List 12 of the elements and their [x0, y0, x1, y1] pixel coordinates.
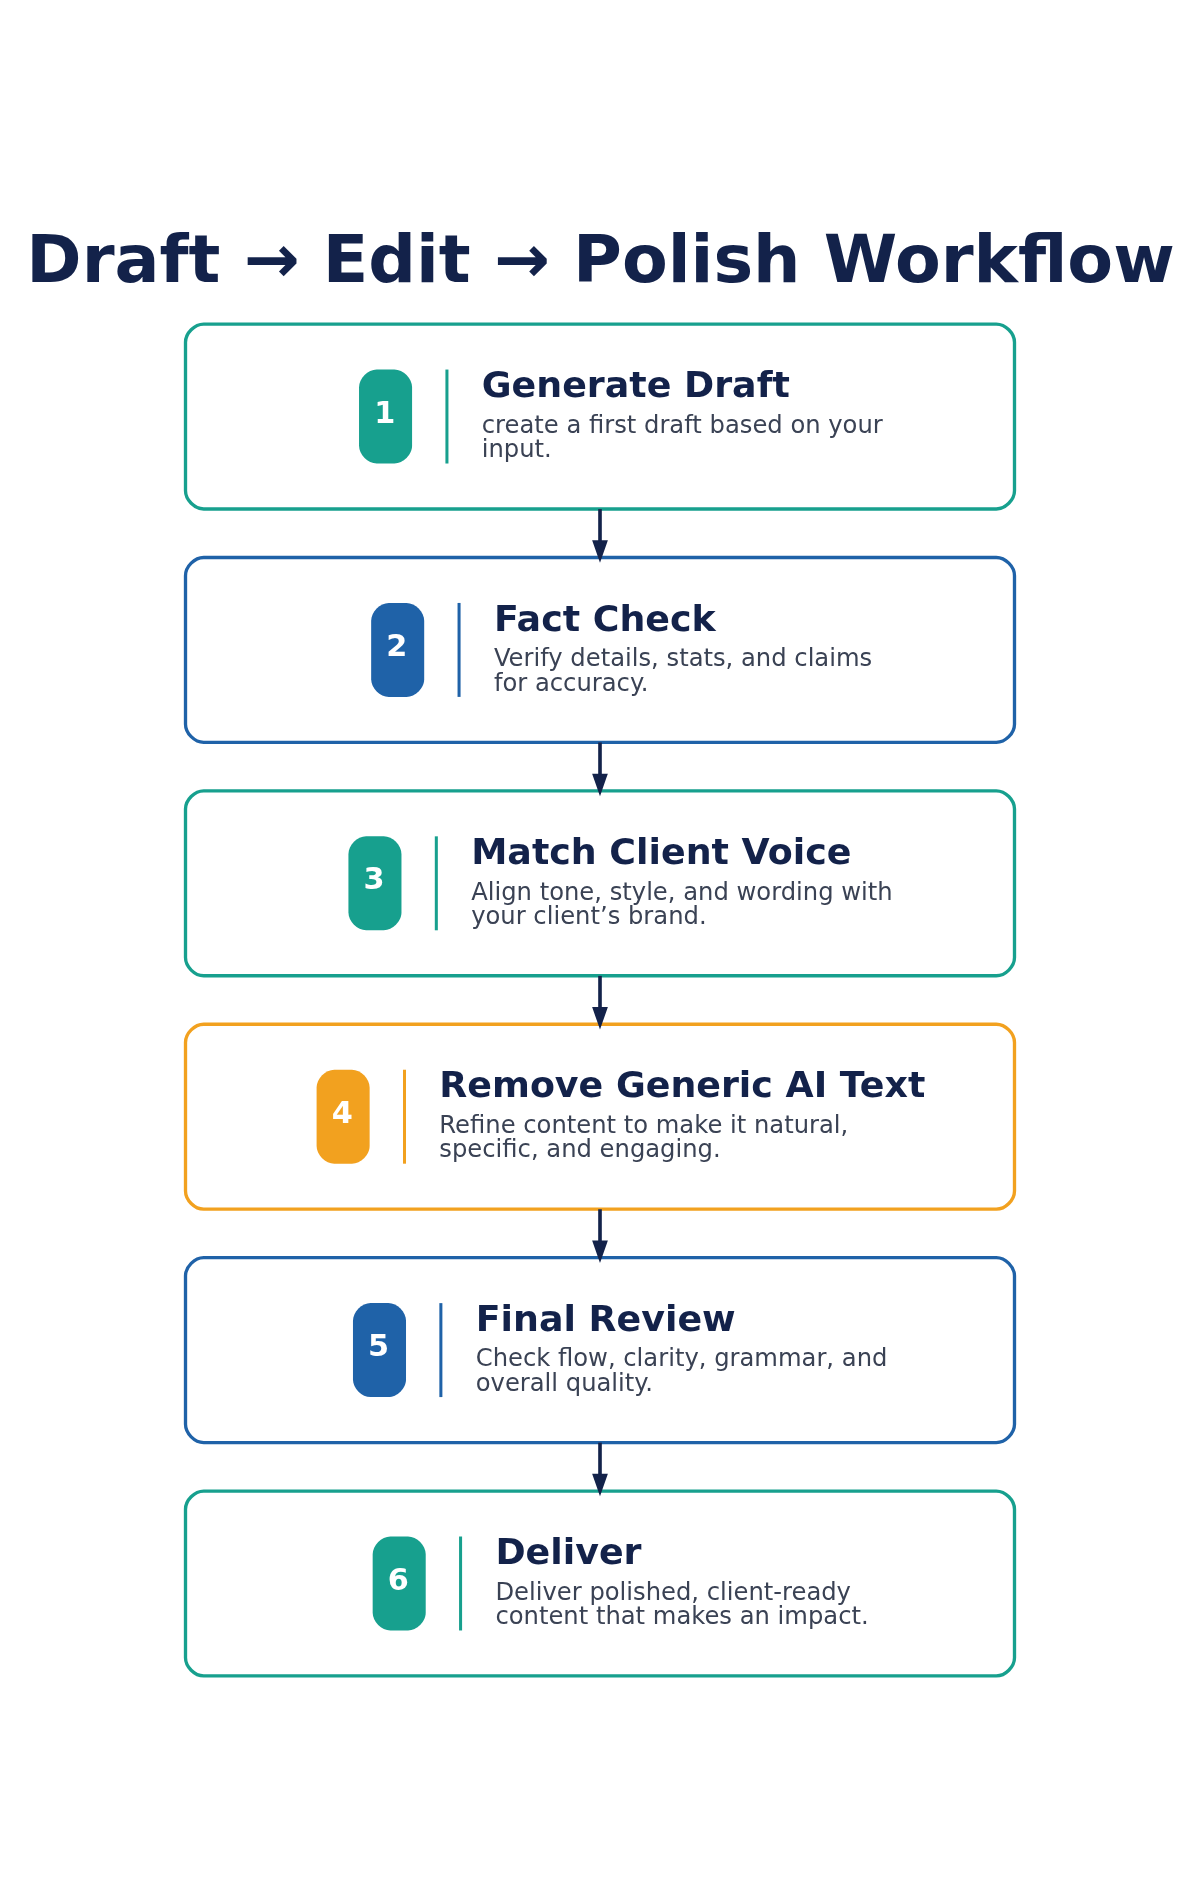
- arrow: [592, 1442, 608, 1497]
- node-box: 5 Final Review Check flow, clarity, grammar, and overall quality.: [183, 1256, 1017, 1445]
- node-box: 2 Fact Check Verify details, stats, and claims for accuracy.: [183, 555, 1017, 745]
- node-box: 1 Generate Draft create a first draft based on your input.: [183, 322, 1017, 511]
- node-box: 3 Match Client Voice Align tone, style, and wording with your client’s brand.: [183, 789, 1017, 978]
- diagram-title: Draft → Edit → Polish Workflow: [26, 219, 1175, 298]
- arrow: [592, 509, 608, 563]
- arrow: [592, 742, 608, 797]
- arrow: [592, 1209, 608, 1263]
- arrow: [592, 975, 608, 1030]
- node-box: 6 Deliver Deliver polished, client-ready content that makes an impact.: [183, 1489, 1017, 1678]
- node-box: 4 Remove Generic AI Text Refine content to make it natural, specific, and engaging.: [183, 1022, 1017, 1211]
